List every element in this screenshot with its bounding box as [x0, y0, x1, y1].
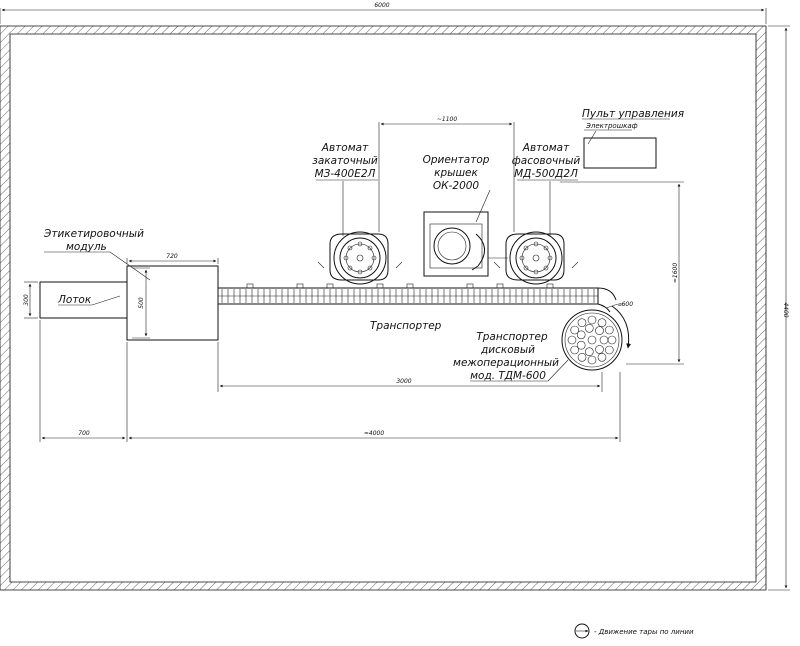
jar	[570, 345, 580, 355]
line-length-text: ≈4000	[364, 430, 384, 437]
jar	[584, 347, 594, 357]
conveyor-guide-post	[496, 283, 504, 289]
overall-width-text: 6000	[374, 2, 389, 9]
filler-label-2: фасовочный	[512, 155, 581, 167]
jar	[584, 323, 594, 333]
conveyor-guide-post	[326, 283, 334, 289]
conveyor-guide-post	[406, 283, 414, 289]
conveyor-slats	[221, 283, 595, 303]
labeler-label-1: Этикетировочный	[43, 228, 144, 240]
jar	[599, 335, 609, 345]
vertical-span-text: ≈1600	[672, 263, 679, 283]
jar	[604, 325, 614, 335]
filler-machine: Автомат фасовочный МД-500Д2Л	[493, 142, 581, 285]
jar	[577, 318, 587, 328]
conveyor-length-dimension: 3000	[217, 342, 603, 392]
line-length-dimensions: 700 ≈4000	[39, 320, 621, 442]
spacing-dimension: ~1100	[378, 116, 515, 232]
conveyor-guide-post	[546, 283, 554, 289]
jar	[604, 345, 614, 355]
chute: Лоток 300	[23, 281, 128, 319]
chute-length-text: 700	[78, 430, 90, 437]
room-walls	[0, 25, 767, 591]
control-panel: Пульт управления Электрошкаф	[582, 108, 684, 169]
jar	[587, 315, 597, 325]
jar	[607, 335, 617, 345]
jar	[587, 335, 597, 345]
disk-diameter-text: ⌀600	[618, 301, 633, 308]
disk-jars	[567, 315, 617, 365]
legend-text: - Движение тары по линии	[594, 628, 694, 636]
disk-label-1: Транспортер	[476, 331, 548, 343]
electrical-cabinet-label: Электрошкаф	[585, 122, 638, 130]
jar	[597, 352, 607, 362]
capper-label-2: закаточный	[312, 155, 378, 167]
main-conveyor: Транспортер	[217, 283, 617, 332]
conveyor-length-text: 3000	[396, 378, 411, 385]
disk-conveyor: ⌀600 Транспортер дисковый межоперационны…	[453, 301, 633, 382]
disk-label-4: мод. ТДМ-600	[470, 370, 546, 382]
vertical-span-dimension: ≈1600	[560, 181, 684, 365]
labeler-height-text: 500	[138, 297, 145, 309]
jar	[587, 355, 597, 365]
conveyor-guide-post	[296, 283, 304, 289]
conveyor-label: Транспортер	[370, 320, 442, 332]
cap-orienter: Ориентатор крышек ОК-2000	[423, 154, 508, 277]
overall-width-dimension: 6000	[0, 2, 767, 24]
labeler-width-text: 720	[166, 253, 178, 260]
capper-label-1: Автомат	[321, 142, 369, 154]
filler-label-1: Автомат	[522, 142, 570, 154]
orienter-label-1: Ориентатор	[423, 154, 490, 166]
labeling-module: Этикетировочный модуль 720 500	[43, 228, 219, 341]
conveyor-guide-post	[376, 283, 384, 289]
conveyor-guide-post	[466, 283, 474, 289]
jar	[576, 340, 586, 350]
overall-height-text: 4400	[782, 302, 789, 317]
jar	[567, 335, 577, 345]
overall-height-dimension: 4400	[768, 25, 790, 591]
filler-label-3: МД-500Д2Л	[514, 168, 578, 180]
capper-label-3: МЗ-400Е2Л	[315, 168, 376, 180]
disk-label-2: дисковый	[480, 344, 535, 356]
capper-machine: Автомат закаточный МЗ-400Е2Л	[312, 142, 403, 285]
jar	[595, 326, 604, 335]
jar	[576, 330, 586, 340]
legend: - Движение тары по линии	[574, 623, 694, 639]
control-panel-label: Пульт управления	[582, 108, 684, 120]
jar	[577, 352, 587, 362]
conveyor-guide-post	[246, 283, 254, 289]
labeler-label-2: модуль	[66, 241, 107, 253]
orienter-label-2: крышек	[434, 167, 478, 179]
disk-label-3: межоперационный	[453, 357, 559, 369]
flow-direction-icon	[574, 623, 590, 639]
orienter-label-3: ОК-2000	[433, 180, 480, 192]
jar	[570, 325, 580, 335]
jar	[597, 318, 607, 328]
chute-height-text: 300	[23, 294, 30, 306]
spacing-text: ~1100	[437, 116, 457, 123]
jar	[595, 345, 604, 354]
chute-label: Лоток	[57, 294, 92, 306]
